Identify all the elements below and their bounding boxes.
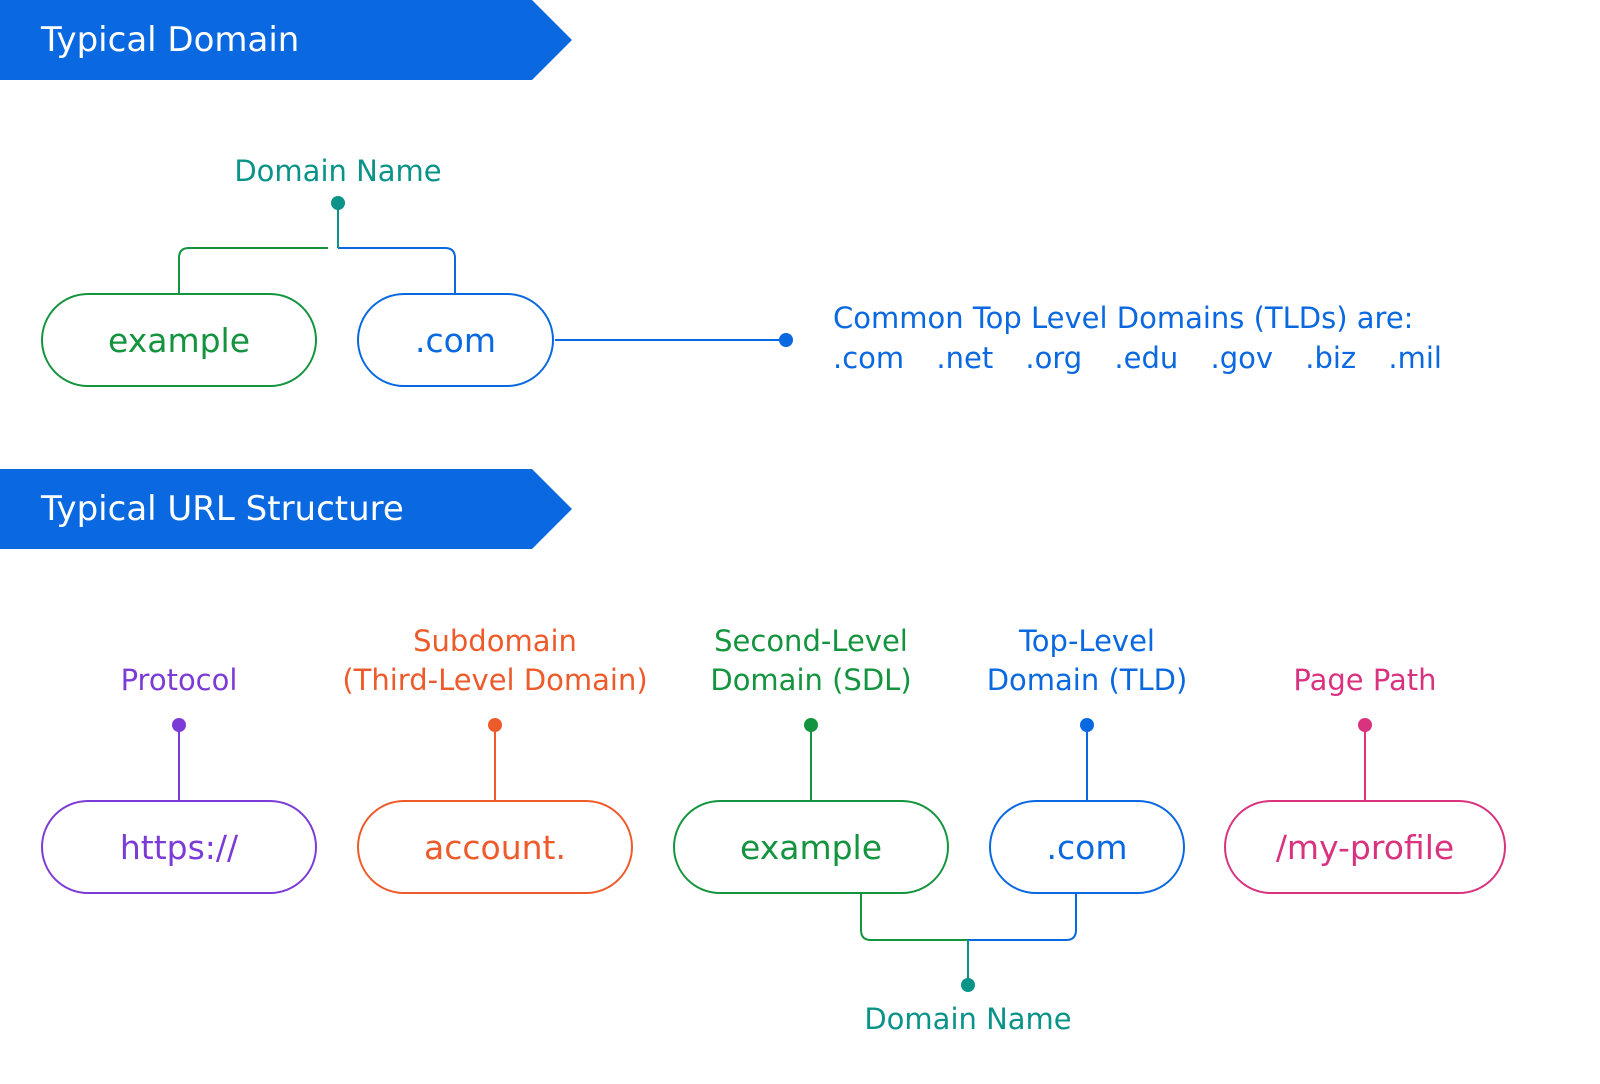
domain-name-text: Domain Name (234, 154, 442, 188)
tld-connector-dot (779, 333, 793, 347)
section-banner-typical-url: Typical URL Structure (0, 469, 572, 549)
protocol-dot (172, 718, 186, 732)
pill-path: /my-profile (1224, 800, 1506, 894)
domain-name-bracket-top (178, 203, 456, 293)
sld-dot (804, 718, 818, 732)
subdomain-label: Subdomain (Third-Level Domain) (335, 622, 655, 700)
pill-sld-url: example (673, 800, 949, 894)
pill-sld-text: example (107, 320, 251, 360)
tld-item: .edu (1114, 341, 1179, 375)
path-dot (1358, 718, 1372, 732)
path-label: Page Path (1245, 661, 1485, 700)
domain-name-label: Domain Name (218, 152, 458, 191)
section-banner-typical-domain: Typical Domain (0, 0, 572, 80)
tld-item: .biz (1305, 341, 1357, 375)
tld-label-line1: Top-Level (1019, 624, 1155, 658)
tld-item: .net (936, 341, 994, 375)
sld-label: Second-Level Domain (SDL) (681, 622, 941, 700)
pill-path-text: /my-profile (1275, 827, 1455, 867)
sld-label-line2: Domain (SDL) (710, 663, 912, 697)
section-title: Typical URL Structure (41, 489, 404, 529)
subdomain-label-line1: Subdomain (413, 624, 577, 658)
pill-tld-text: .com (415, 320, 496, 360)
tld-heading: Common Top Level Domains (TLDs) are: (833, 301, 1414, 335)
domain-name-dot-bottom (961, 978, 975, 992)
tld-label-line2: Domain (TLD) (986, 663, 1188, 697)
sld-label-line1: Second-Level (714, 624, 908, 658)
tld-item: .com (833, 341, 905, 375)
protocol-label: Protocol (79, 661, 279, 700)
tld-label: Top-Level Domain (TLD) (957, 622, 1217, 700)
path-label-text: Page Path (1293, 663, 1437, 697)
pill-subdomain: account. (357, 800, 633, 894)
pill-protocol-text: https:// (119, 827, 239, 867)
pill-protocol: https:// (41, 800, 317, 894)
tld-dot (1080, 718, 1094, 732)
protocol-label-text: Protocol (120, 663, 238, 697)
domain-name-bracket-bottom (860, 892, 1077, 985)
tld-item: .org (1025, 341, 1083, 375)
domain-name-dot-top (331, 196, 345, 210)
pill-tld-url: .com (989, 800, 1185, 894)
pill-tld: .com (357, 293, 554, 387)
pill-sld: example (41, 293, 317, 387)
tld-row: .com .net .org .edu .gov .biz .mil (833, 338, 1465, 378)
tld-item: .mil (1388, 341, 1442, 375)
pill-sld-url-text: example (739, 827, 883, 867)
pill-tld-url-text: .com (1046, 827, 1128, 867)
section-title: Typical Domain (41, 20, 300, 60)
tld-list: Common Top Level Domains (TLDs) are: .co… (833, 298, 1465, 378)
subdomain-label-line2: (Third-Level Domain) (342, 663, 648, 697)
subdomain-dot (488, 718, 502, 732)
tld-item: .gov (1210, 341, 1274, 375)
domain-name-bottom-text: Domain Name (864, 1002, 1072, 1036)
domain-name-label-bottom: Domain Name (848, 1000, 1088, 1039)
pill-subdomain-text: account. (424, 827, 566, 867)
